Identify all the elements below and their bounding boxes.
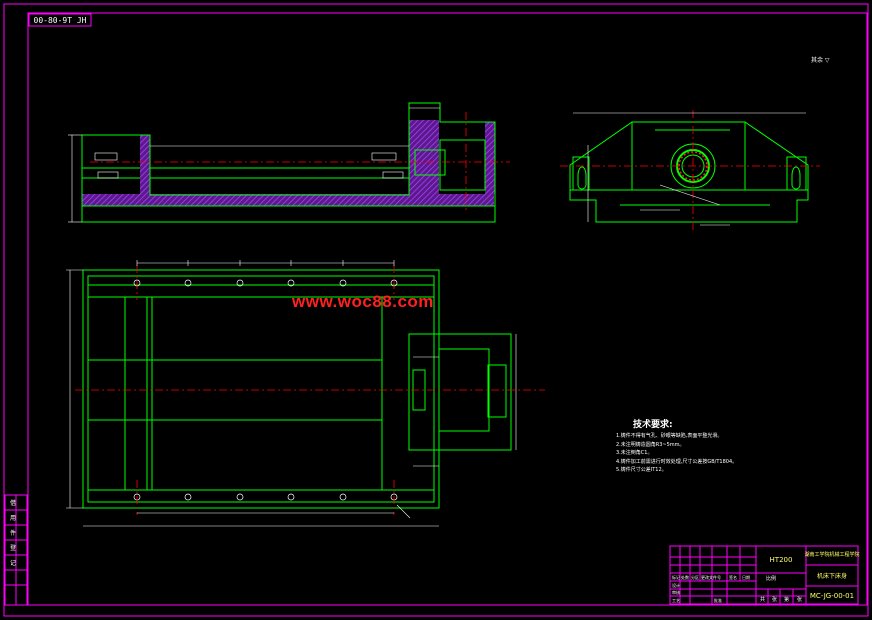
roughness-note: 其余 ▽ [811,56,830,64]
tech-requirements-list: 1.铸件不得有气孔、砂眼等缺陷,表面平整光滑。 2.未注明铸造圆角R3~5mm。… [616,432,737,475]
front-section-view [68,102,510,223]
drawing-number-box: 00-80-9T JH [28,13,92,27]
left-wall-hatch [140,135,150,195]
svg-text:件: 件 [10,529,16,537]
drawing-frame [3,3,869,617]
tech-requirement-item: 2.未注明铸造圆角R3~5mm。 [616,441,685,448]
scale-label: 比例 [766,575,776,582]
base-section-hatch [82,194,494,206]
svg-text:用: 用 [10,515,16,522]
right-wall-hatch [409,120,439,194]
left-strip-text: 借 用 件 登 记 [10,499,16,567]
side-view [560,110,820,230]
tech-requirement-item: 4.铸件加工前需进行时效处理,尺寸公差按GB/T1804。 [616,458,738,465]
svg-text:张: 张 [772,596,777,603]
svg-text:工艺: 工艺 [672,598,680,603]
tech-requirement-item: 1.铸件不得有气孔、砂眼等缺陷,表面平整光滑。 [616,433,723,439]
svg-text:登: 登 [10,544,16,552]
svg-text:审核: 审核 [672,589,680,595]
svg-text:标记: 标记 [672,574,680,580]
svg-text:设计: 设计 [672,582,680,588]
svg-text:第: 第 [784,596,789,603]
part-name: 机床下床身 [817,572,847,580]
svg-text:签名: 签名 [729,574,737,580]
svg-text:日期: 日期 [742,574,750,580]
title-block [669,545,859,605]
material-label: HT200 [770,556,793,564]
svg-text:记: 记 [10,560,16,567]
svg-text:共: 共 [760,596,765,603]
svg-text:批准: 批准 [714,597,722,603]
school-name: 湖南工学院机械工程学院 [804,551,859,558]
drawing-number: MC-JG-00-01 [810,592,854,600]
plan-view [66,260,545,527]
svg-text:张: 张 [797,596,802,603]
svg-text:更改文件号: 更改文件号 [701,574,721,580]
svg-text:处数: 处数 [681,574,689,580]
svg-text:借: 借 [10,499,16,507]
left-registration-strip [4,494,28,606]
drawing-number-rotated: 00-80-9T JH [34,16,87,25]
tech-requirement-item: 3.未注倒角C1。 [616,450,653,456]
title-block-text: HT200 湖南工学院机械工程学院 机床下床身 MC-JG-00-01 比例 共… [672,551,860,603]
tech-requirements-title: 技术要求: [633,420,673,430]
tech-requirement-item: 5.铸件尺寸公差IT12。 [616,467,667,473]
svg-text:分区: 分区 [691,574,699,580]
watermark-text: www.woc88.com [292,292,434,311]
